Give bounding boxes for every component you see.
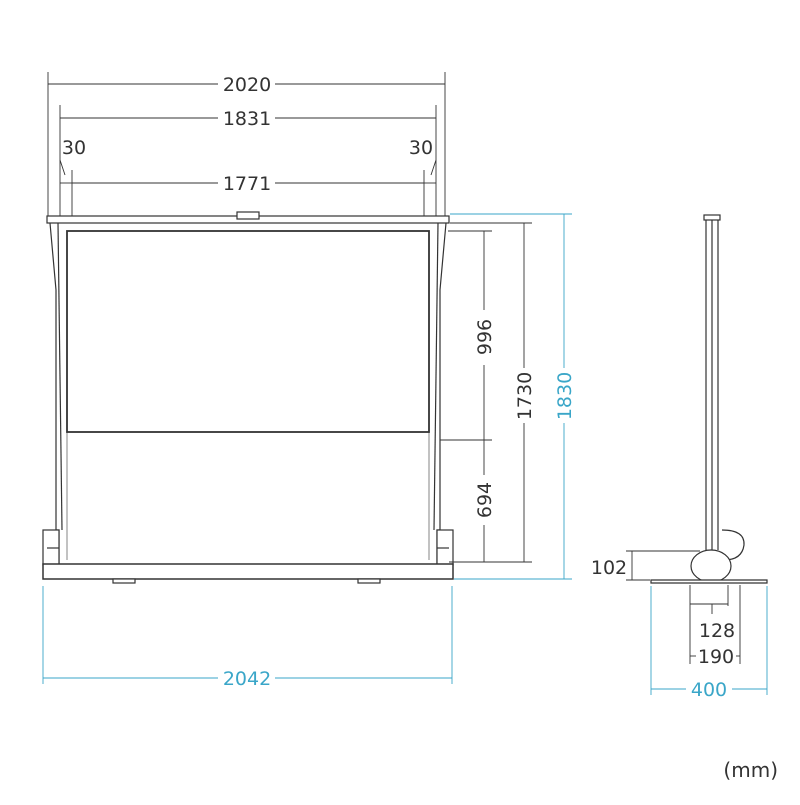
side-dimensions bbox=[626, 550, 741, 664]
label-case-depth: 128 bbox=[699, 620, 735, 642]
side-blue-dimensions bbox=[650, 586, 768, 695]
screen-surface bbox=[66, 230, 430, 433]
label-total-height: 1830 bbox=[554, 372, 576, 420]
left-post-inner bbox=[57, 222, 63, 531]
label-right-margin: 30 bbox=[409, 137, 433, 159]
side-cable bbox=[721, 529, 745, 561]
base-foot-right bbox=[357, 578, 381, 584]
side-base-plate bbox=[650, 579, 768, 584]
label-base-width: 2042 bbox=[223, 668, 271, 690]
label-inner-height: 1730 bbox=[514, 372, 536, 420]
side-labels: 102 128 190 bbox=[591, 557, 735, 668]
front-dimensions bbox=[47, 72, 532, 563]
label-left-margin: 30 bbox=[62, 137, 86, 159]
side-top-cap bbox=[703, 214, 721, 221]
right-post-inner bbox=[433, 222, 439, 531]
unit-label: (mm) bbox=[723, 758, 778, 782]
label-lower-gap: 694 bbox=[474, 482, 496, 518]
side-view bbox=[650, 214, 768, 584]
side-roller-case bbox=[690, 549, 732, 583]
label-base-depth: 400 bbox=[691, 679, 727, 701]
base-foot-left bbox=[112, 578, 136, 584]
base-casing bbox=[42, 563, 454, 580]
label-case-outer: 190 bbox=[698, 646, 734, 668]
label-screen-width: 1771 bbox=[223, 173, 271, 195]
right-post bbox=[436, 222, 447, 565]
label-case-width: 1831 bbox=[223, 108, 271, 130]
label-screen-height: 996 bbox=[474, 319, 496, 355]
label-base-height: 102 bbox=[591, 557, 627, 579]
label-overall-width: 2020 bbox=[223, 74, 271, 96]
front-dimension-labels: 2020 1831 30 30 1771 996 694 1730 bbox=[62, 74, 536, 518]
front-view bbox=[42, 211, 454, 584]
front-blue-labels: 1830 2042 bbox=[223, 372, 576, 690]
front-blue-dimensions bbox=[42, 213, 572, 684]
left-post bbox=[49, 222, 60, 565]
top-handle bbox=[236, 211, 260, 220]
